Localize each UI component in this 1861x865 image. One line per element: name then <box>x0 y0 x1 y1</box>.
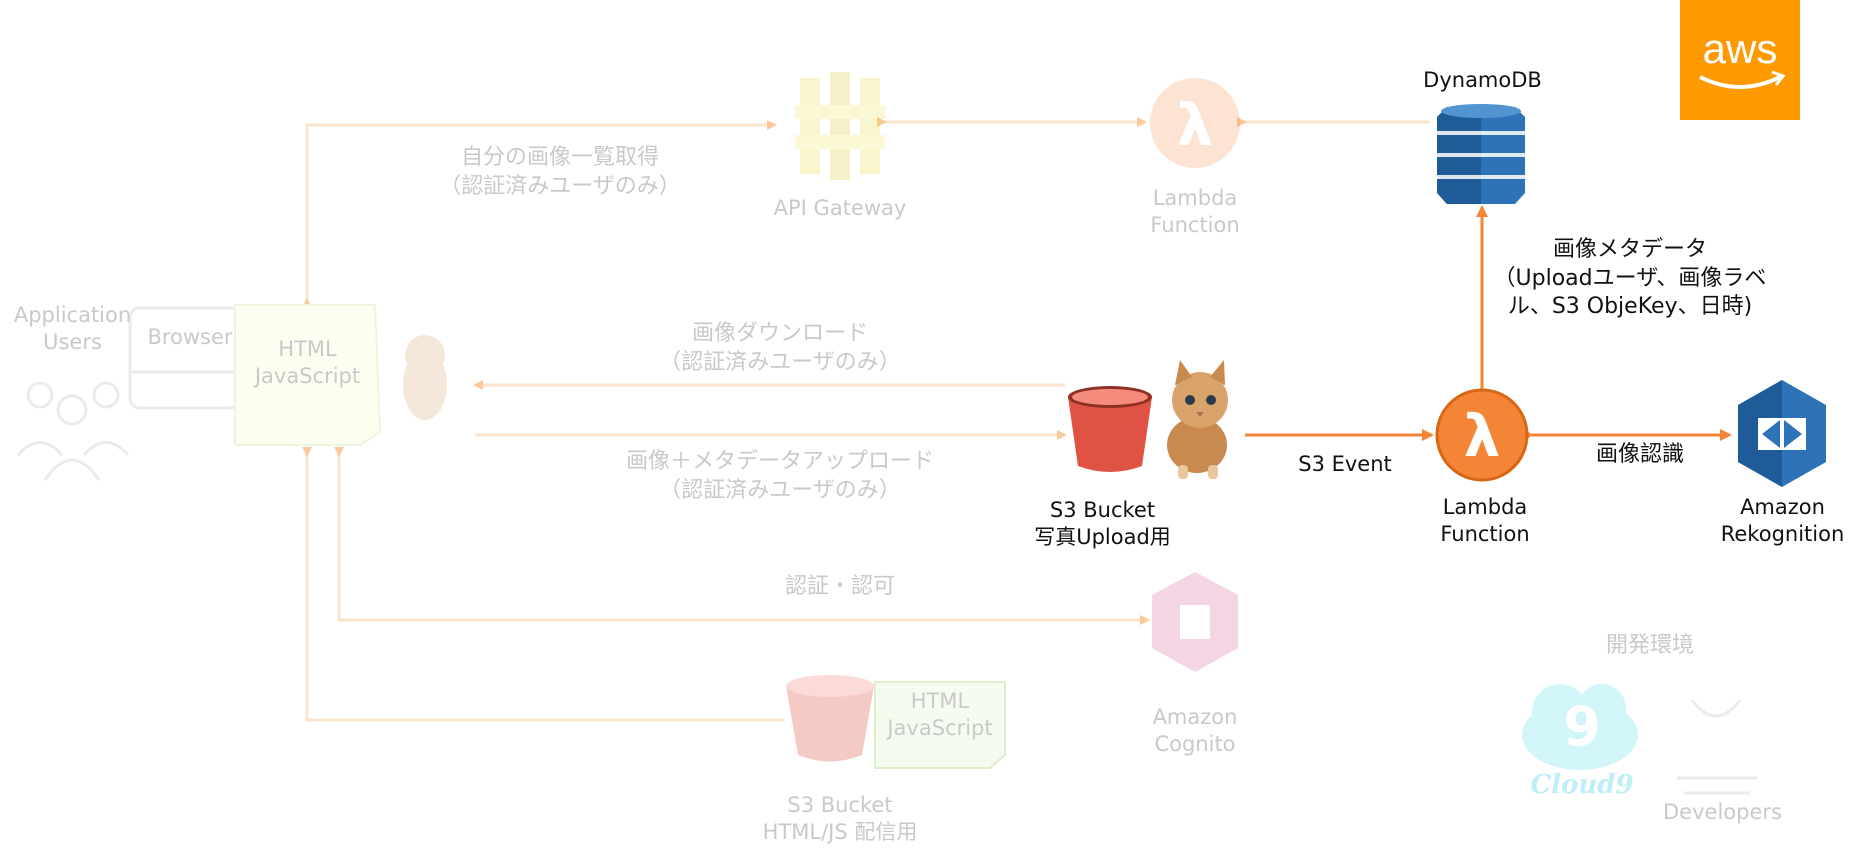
label-cognito: Amazon Cognito <box>1140 704 1250 759</box>
label-line: （認証済みユーザのみ） <box>439 173 681 199</box>
rekognition-icon <box>1738 380 1826 487</box>
edge-html-to-apigw <box>302 120 777 308</box>
label-line: S3 Bucket <box>1049 498 1156 522</box>
dynamodb-icon <box>1437 104 1525 204</box>
s3-bucket-icon <box>1068 386 1152 472</box>
label-line: 自分の画像一覧取得 <box>460 145 659 170</box>
aws-logo-tile <box>1680 0 1800 120</box>
label-line: Rekognition <box>1720 522 1845 547</box>
label-s3-upload: S3 Bucket 写真Upload用 <box>1020 497 1185 552</box>
label-s3-hosting: S3 Bucket HTML/JS 配信用 <box>735 792 945 847</box>
lambda-icon: λ <box>1435 388 1529 482</box>
label-line: Cognito <box>1154 732 1236 757</box>
api-gateway-icon <box>795 72 885 180</box>
document-icon <box>874 681 1006 769</box>
label-edge-s3-event: S3 Event <box>1298 452 1392 476</box>
label-line: （認証済みユーザのみ） <box>659 477 901 503</box>
label-line: Amazon <box>1152 705 1238 729</box>
label-line: Application <box>13 303 132 327</box>
label-line: JavaScript <box>887 716 993 741</box>
document-icon <box>234 304 382 446</box>
label-line: （Uploadユーザ、画像ラベ <box>1493 265 1767 291</box>
label-edge-upload: 画像＋メタデータアップロード （認証済みユーザのみ） <box>600 448 960 505</box>
label-lambda-top: Lambda Function <box>1130 185 1260 240</box>
faded-connectors <box>302 117 1430 722</box>
label-app-users: Application Users <box>10 302 135 357</box>
kitten-icon <box>1167 360 1228 479</box>
cloud9-icon <box>1522 684 1638 770</box>
label-edge-image-recognition: 画像認識 <box>1595 442 1684 467</box>
cloud9-label: Cloud9 <box>1530 770 1633 800</box>
label-line: 写真Upload用 <box>1034 525 1171 550</box>
label-rekognition: Amazon Rekognition <box>1710 494 1855 549</box>
label-edge-download: 画像ダウンロード （認証済みユーザのみ） <box>620 320 940 377</box>
label-line: HTML <box>278 337 337 361</box>
aws-logo: aws <box>1680 0 1800 120</box>
label-line: Function <box>1150 213 1240 238</box>
label-edge-auth: 認証・認可 <box>784 574 895 599</box>
aws-smile-arrow-icon <box>1771 70 1786 86</box>
label-line: （認証済みユーザのみ） <box>659 349 901 375</box>
browser-window-icon <box>128 306 242 410</box>
label-line: Users <box>43 330 102 355</box>
users-icon <box>16 381 130 481</box>
active-connectors <box>1245 205 1732 441</box>
cloud9-digit: 9 <box>1563 695 1601 758</box>
cognito-icon <box>1152 572 1238 672</box>
s3-bucket-icon <box>786 675 874 762</box>
label-line: S3 Bucket <box>787 793 893 817</box>
label-lambda-main: Lambda Function <box>1425 494 1545 549</box>
developer-icon <box>1677 699 1757 795</box>
lambda-icon: λ <box>1150 78 1240 168</box>
kitten-faded-icon <box>403 335 447 420</box>
label-line: ル、S3 ObjeKey、日時) <box>1507 294 1753 320</box>
label-browser: Browser <box>147 325 233 349</box>
label-line: Function <box>1440 522 1530 547</box>
edge-hosting <box>302 447 785 722</box>
aws-smile-icon <box>1699 75 1781 89</box>
edge-auth <box>334 447 1150 625</box>
label-line: HTML <box>910 689 970 713</box>
label-dynamodb: DynamoDB <box>1423 68 1542 92</box>
label-line: Lambda <box>1152 186 1238 210</box>
label-line: JavaScript <box>254 364 361 389</box>
svg-text:λ: λ <box>1464 402 1501 470</box>
label-line: 画像ダウンロード <box>691 321 868 346</box>
label-developers: Developers <box>1663 800 1782 824</box>
label-edge-list-images: 自分の画像一覧取得 （認証済みユーザのみ） <box>420 144 700 201</box>
label-line: Amazon <box>1740 495 1825 519</box>
svg-text:λ: λ <box>1177 91 1214 159</box>
label-line: HTML/JS 配信用 <box>762 820 918 845</box>
label-line: Lambda <box>1442 495 1528 519</box>
label-edge-metadata: 画像メタデータ （Uploadユーザ、画像ラベ ル、S3 ObjeKey、日時) <box>1480 236 1780 322</box>
aws-logo-text: aws <box>1703 25 1778 72</box>
label-hosted-html: HTML JavaScript <box>880 688 1000 743</box>
label-html-client: HTML JavaScript <box>245 336 370 391</box>
label-api-gateway: API Gateway <box>773 196 907 220</box>
label-line: 画像メタデータ <box>1552 237 1707 262</box>
label-dev-env: 開発環境 <box>1605 633 1694 658</box>
label-line: 画像＋メタデータアップロード <box>625 449 934 474</box>
